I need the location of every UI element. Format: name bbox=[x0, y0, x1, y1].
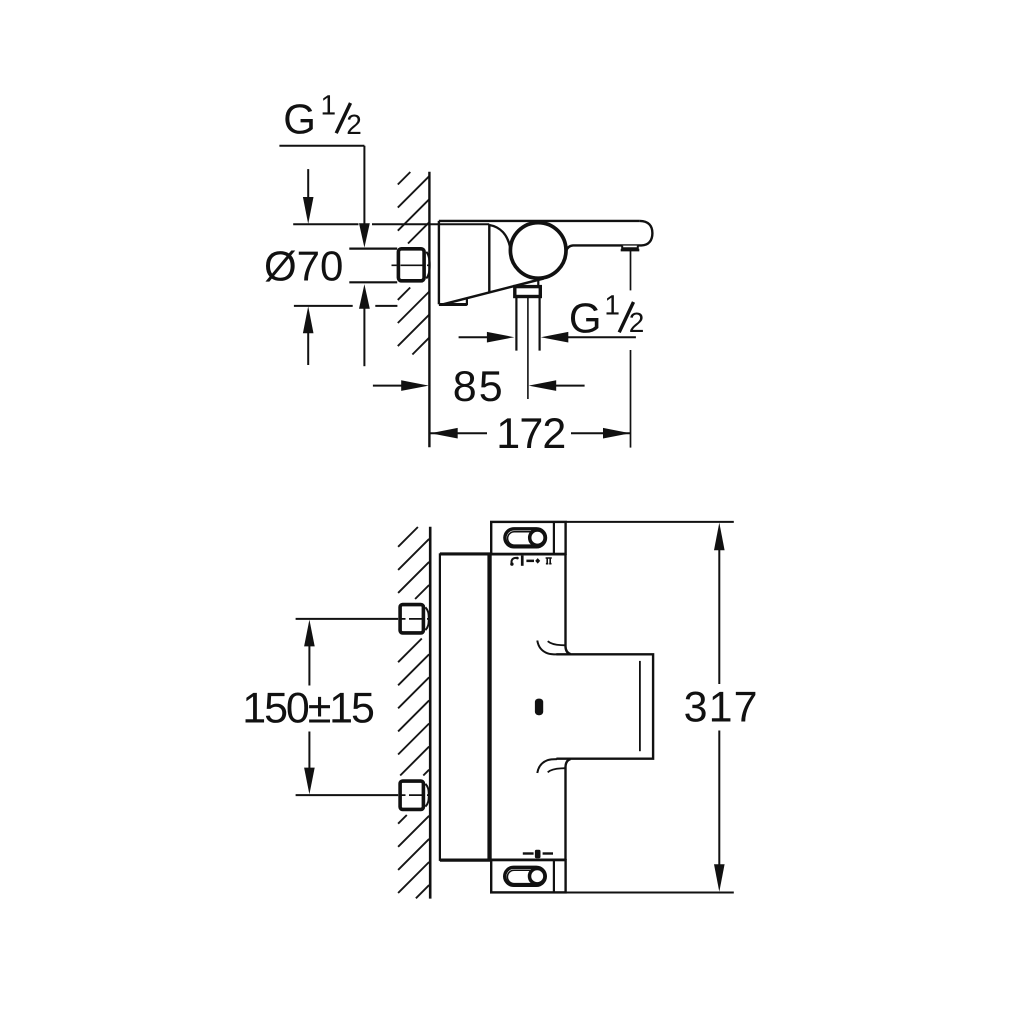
svg-text:G: G bbox=[569, 295, 602, 342]
svg-text:2: 2 bbox=[346, 109, 362, 140]
svg-text:G: G bbox=[283, 95, 316, 142]
svg-text:317: 317 bbox=[684, 684, 758, 732]
svg-text:1: 1 bbox=[321, 90, 337, 121]
svg-text:172: 172 bbox=[496, 410, 566, 458]
svg-text:2: 2 bbox=[629, 307, 645, 338]
svg-text:Ø70: Ø70 bbox=[264, 242, 343, 289]
svg-text:150±15: 150±15 bbox=[242, 685, 375, 733]
svg-text:1: 1 bbox=[604, 290, 620, 321]
